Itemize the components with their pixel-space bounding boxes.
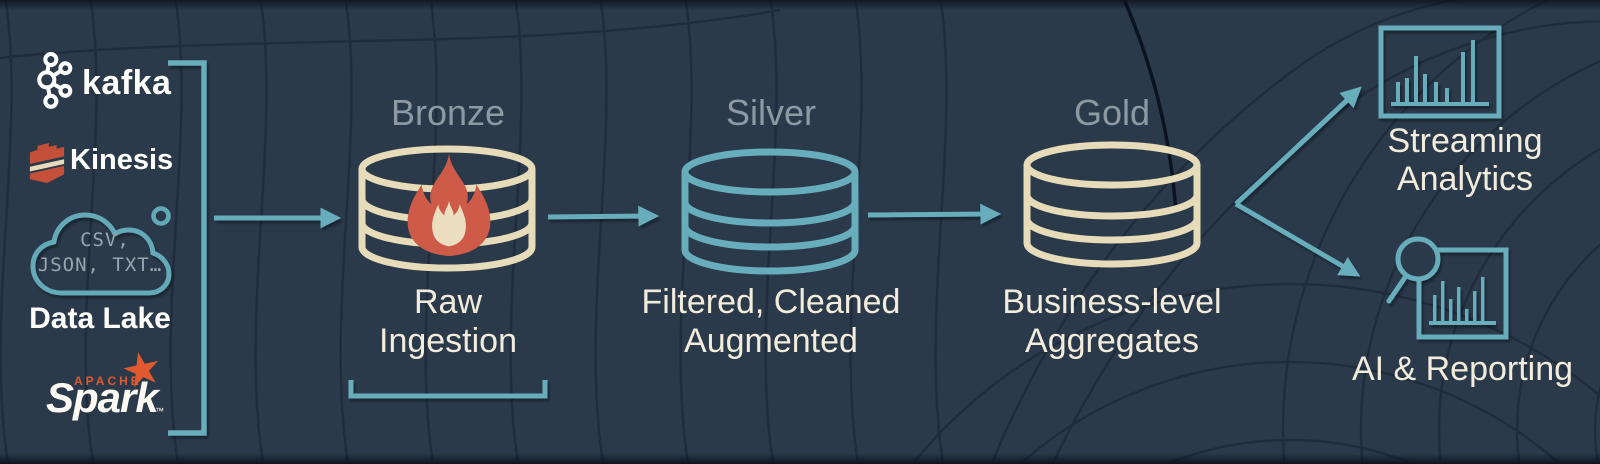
arrow-gold-to-ai <box>1234 201 1361 277</box>
spark-apache-label: APACHE <box>74 374 142 388</box>
streaming-bar-chart-icon <box>1378 25 1502 119</box>
streaming-label-line2: Analytics <box>1396 160 1534 198</box>
magnifier-chart-icon <box>1386 236 1509 340</box>
kafka-label: kafka <box>82 64 172 102</box>
stage-title-gold: Gold <box>1073 92 1151 133</box>
silver-caption-line2: Augmented <box>684 322 858 360</box>
stage-title-bronze: Bronze <box>390 92 506 133</box>
streaming-label-line1: Streaming <box>1387 122 1543 160</box>
kafka-icon <box>37 52 73 109</box>
stage-title-silver: Silver <box>725 92 817 133</box>
arrow-bronze-to-silver <box>547 205 660 227</box>
bronze-caption: Raw Ingestion <box>283 283 613 361</box>
gold-caption-line2: Aggregates <box>1025 322 1199 360</box>
ai-reporting-label: AI & Reporting <box>1351 350 1574 388</box>
bronze-caption-line1: Raw <box>413 283 483 321</box>
spark-trademark: ™ <box>155 406 164 416</box>
gold-caption-line1: Business-level <box>1002 283 1222 321</box>
cloud-formats-line1: CSV, <box>80 229 130 251</box>
arrow-silver-to-gold <box>867 203 1002 225</box>
gold-database-cylinder-icon <box>1023 141 1201 268</box>
kinesis-icon <box>29 143 65 183</box>
data-lake-label: Data Lake <box>29 302 171 335</box>
cloud-bubble-icon <box>151 206 171 226</box>
silver-caption: Filtered, Cleaned Augmented <box>606 283 936 361</box>
arrow-gold-to-streaming <box>1234 86 1362 206</box>
bronze-caption-line2: Ingestion <box>379 322 517 360</box>
cloud-icon <box>30 212 172 296</box>
flame-icon <box>407 153 491 257</box>
spark-label: Spark <box>46 374 159 421</box>
silver-caption-line1: Filtered, Cleaned <box>641 283 901 321</box>
gold-caption: Business-level Aggregates <box>947 283 1277 361</box>
streaming-analytics-label: Streaming Analytics <box>1345 122 1585 198</box>
silver-database-cylinder-icon <box>681 148 859 275</box>
cloud-formats-line2: JSON, TXT… <box>37 254 163 276</box>
kinesis-label: Kinesis <box>70 144 174 176</box>
bronze-underbrace-icon <box>348 380 548 399</box>
sources-bracket-icon <box>168 60 207 436</box>
